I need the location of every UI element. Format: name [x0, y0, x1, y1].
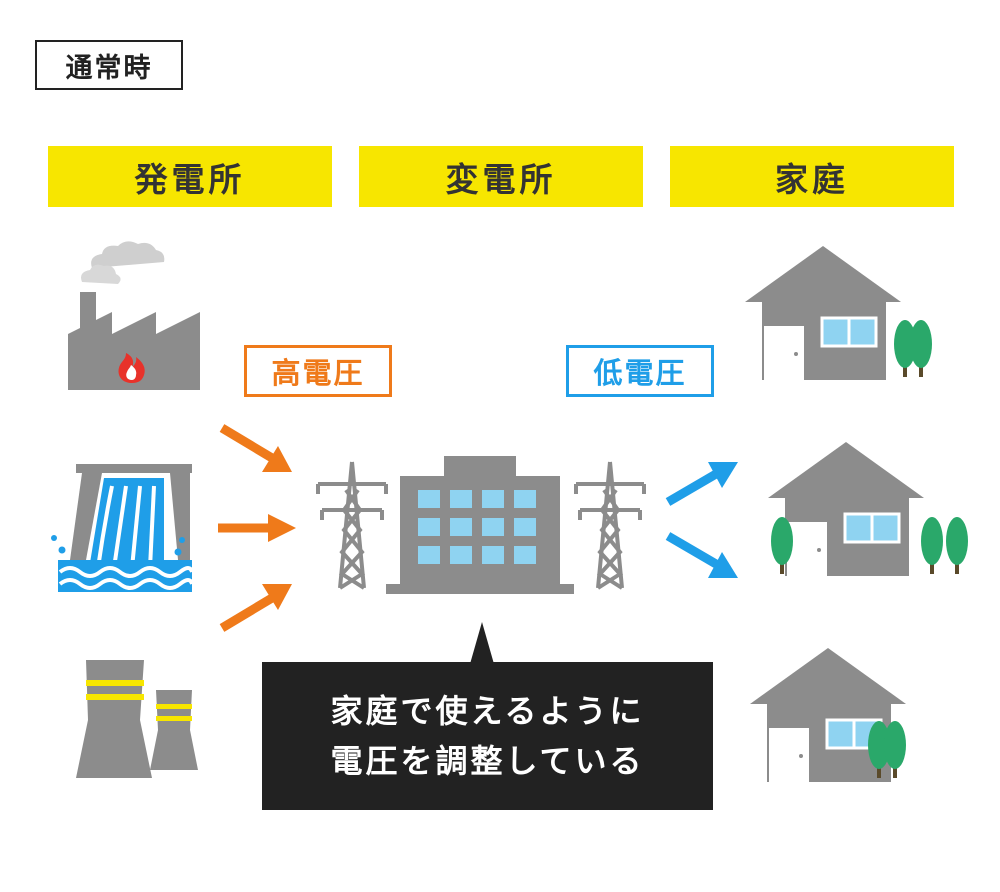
house-icon — [750, 648, 906, 782]
column-header-substation: 変電所 — [359, 146, 643, 207]
tree-icon — [894, 320, 932, 377]
callout-pointer — [470, 622, 494, 664]
callout-line-2: 電圧を調整している — [330, 742, 645, 780]
high-voltage-label: 高電圧 — [244, 345, 392, 397]
column-header-plant: 発電所 — [48, 146, 332, 207]
house-icon — [768, 442, 924, 576]
transmission-tower-icon — [574, 461, 646, 590]
transmission-tower-icon — [316, 461, 388, 590]
tree-icon — [771, 517, 968, 574]
mode-label: 通常時 — [35, 40, 183, 90]
high-voltage-arrows — [218, 424, 296, 632]
substation-building-icon — [386, 456, 574, 594]
hydro-dam-icon — [51, 464, 194, 592]
low-voltage-label: 低電圧 — [566, 345, 714, 397]
callout-box: 家庭で使えるように 電圧を調整している — [262, 662, 713, 810]
house-icon — [745, 246, 901, 380]
arrow-right-up-icon — [219, 584, 292, 632]
column-header-home: 家庭 — [670, 146, 954, 207]
arrow-up-right-icon — [665, 462, 738, 506]
thermal-plant-icon — [68, 241, 200, 390]
arrow-down-right-icon — [665, 532, 738, 578]
low-voltage-arrows — [665, 462, 738, 578]
arrow-right-icon — [218, 514, 296, 542]
nuclear-cooling-tower-icon — [76, 660, 198, 778]
callout-line-1: 家庭で使えるように — [330, 692, 645, 730]
tree-icon — [868, 721, 906, 778]
arrow-right-down-icon — [219, 424, 292, 472]
substation-icon — [316, 456, 646, 594]
